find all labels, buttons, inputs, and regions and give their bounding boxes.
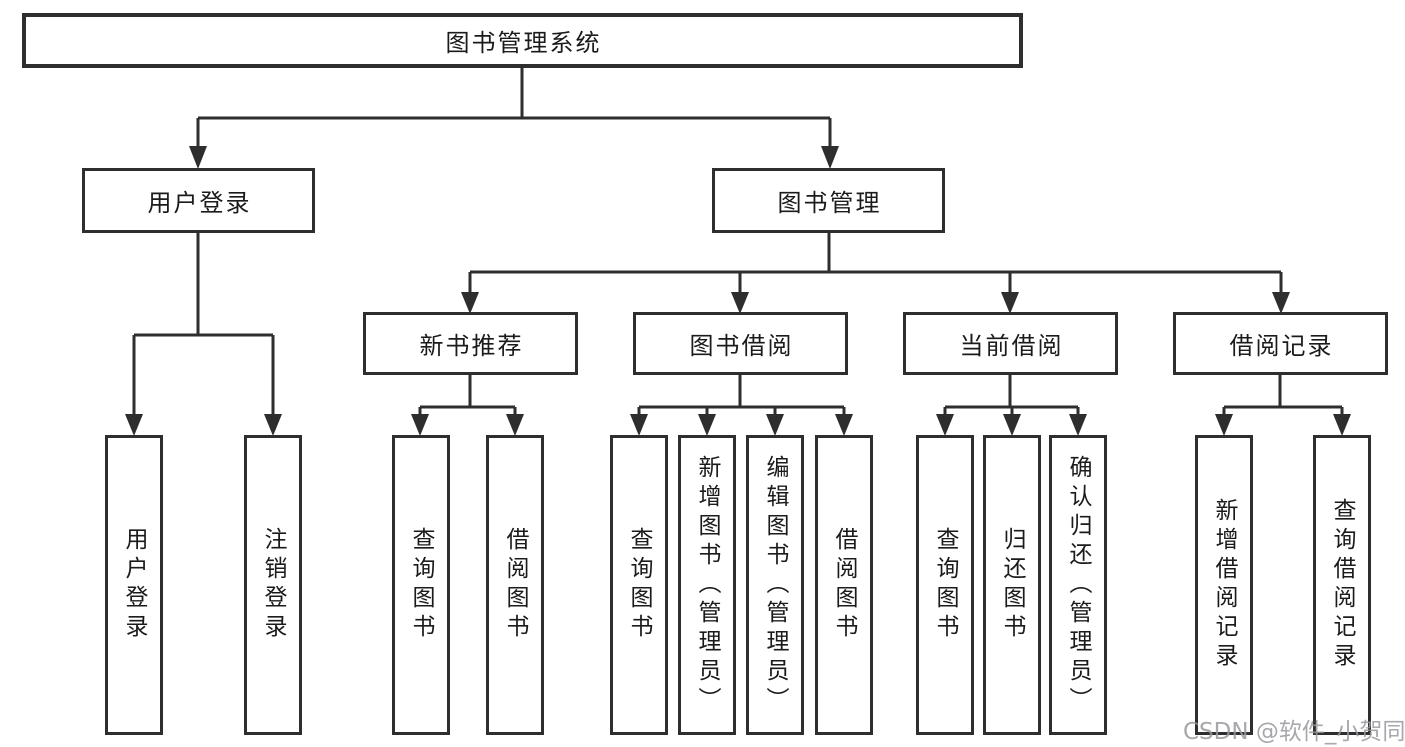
leaf-confirm-return-admin: 确认归还（管理员）	[1049, 435, 1107, 735]
leaf-borrow-books: 借阅图书	[815, 435, 873, 735]
node-current-borrow: 当前借阅	[903, 312, 1118, 375]
node-root-system: 图书管理系统	[22, 13, 1023, 68]
leaf-edit-book-admin: 编辑图书（管理员）	[746, 435, 804, 735]
leaf-user-login: 用户登录	[105, 435, 163, 735]
leaf-query-borrow-record: 查询借阅记录	[1313, 435, 1371, 735]
node-book-management-module: 图书管理	[712, 168, 945, 233]
node-borrow-records: 借阅记录	[1173, 312, 1388, 375]
arrowheads	[125, 146, 1351, 436]
leaf-borrow-books-recommend: 借阅图书	[486, 435, 544, 735]
node-user-login-module: 用户登录	[82, 168, 315, 233]
node-new-book-recommend: 新书推荐	[363, 312, 578, 375]
leaf-logout: 注销登录	[244, 435, 302, 735]
leaf-return-books: 归还图书	[983, 435, 1041, 735]
leaf-query-books-borrow: 查询图书	[610, 435, 668, 735]
leaf-add-book-admin: 新增图书（管理员）	[678, 435, 736, 735]
csdn-watermark: CSDN @软件_小贺同学	[1183, 719, 1405, 745]
node-book-borrow: 图书借阅	[633, 312, 848, 375]
leaf-query-books-recommend: 查询图书	[392, 435, 450, 735]
leaf-query-books-current: 查询图书	[916, 435, 974, 735]
connector-segments	[132, 68, 1344, 417]
leaf-add-borrow-record: 新增借阅记录	[1195, 435, 1253, 735]
